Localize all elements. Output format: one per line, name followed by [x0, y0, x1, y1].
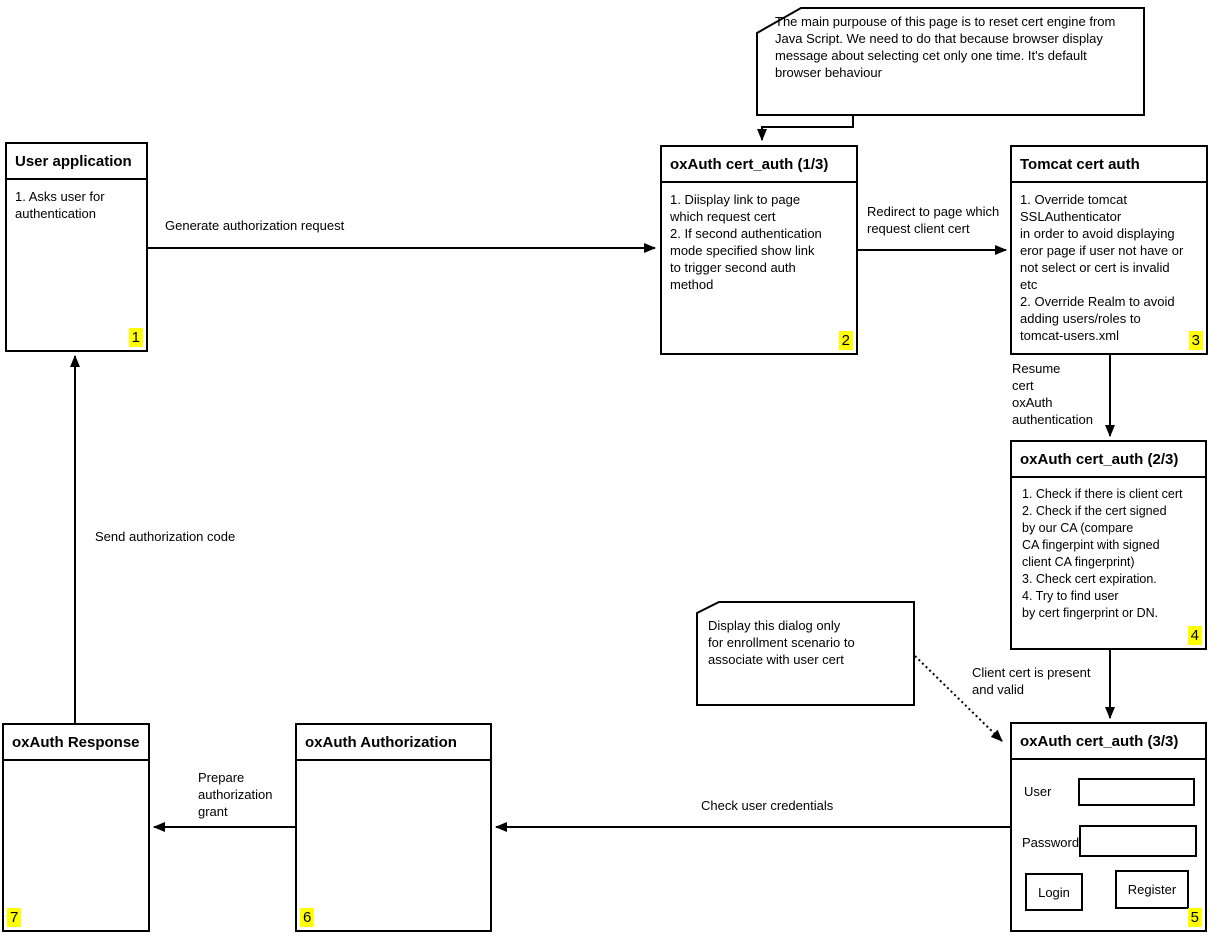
node-title: oxAuth cert_auth (1/3) [662, 147, 856, 183]
login-button[interactable]: Login [1025, 873, 1083, 911]
edge-label-redirect: Redirect to page which request client ce… [867, 204, 1000, 236]
step-badge: 6 [300, 908, 315, 927]
top-note-text: The main purpouse of this page is to res… [775, 14, 1116, 80]
node-oxauth-response: oxAuth Response 7 [2, 723, 150, 932]
password-input[interactable] [1079, 825, 1197, 857]
node-tomcat-cert-auth: Tomcat cert auth 1. Override tomcat SSLA… [1010, 145, 1208, 355]
node-body: 1. Override tomcat SSLAuthenticator in o… [1020, 192, 1184, 343]
node-user-application: User application 1. Asks user for authen… [5, 142, 148, 352]
edge-label-prepare-grant: Prepare authorization grant [198, 770, 273, 819]
step-badge: 1 [128, 328, 143, 347]
node-oxauth-cert-auth-3: oxAuth cert_auth (3/3) User Password Log… [1010, 722, 1207, 932]
node-title: oxAuth Authorization [297, 725, 490, 761]
user-input[interactable] [1078, 778, 1195, 806]
node-oxauth-cert-auth-1: oxAuth cert_auth (1/3) 1. Diisplay link … [660, 145, 858, 355]
node-body: 1. Check if there is client cert 2. Chec… [1022, 487, 1183, 620]
top-note-connector [757, 115, 854, 141]
node-body: 1. Asks user for authentication [15, 189, 105, 221]
node-body: 1. Diisplay link to page which request c… [670, 192, 822, 292]
node-oxauth-cert-auth-2: oxAuth cert_auth (2/3) 1. Check if there… [1010, 440, 1207, 650]
node-title: User application [7, 144, 146, 180]
password-field-label: Password [1022, 835, 1080, 850]
step-badge: 4 [1187, 626, 1202, 645]
node-title: oxAuth cert_auth (2/3) [1012, 442, 1205, 478]
edge-label-cert-valid: Client cert is present and valid [972, 665, 1091, 697]
dialog-note-shape [696, 601, 915, 706]
step-badge: 2 [838, 331, 853, 350]
edge-label-generate-request: Generate authorization request [165, 218, 345, 233]
node-title: oxAuth Response [4, 725, 148, 761]
top-note-shape [756, 7, 1145, 116]
node-oxauth-authorization: oxAuth Authorization 6 [295, 723, 492, 932]
user-field-label: User [1024, 784, 1052, 799]
step-badge: 5 [1187, 908, 1202, 927]
step-badge: 3 [1188, 331, 1203, 350]
step-badge: 7 [7, 908, 22, 927]
edge-label-check-credentials: Check user credentials [701, 798, 834, 813]
dialog-note-text: Display this dialog only for enrollment … [708, 618, 855, 667]
register-button[interactable]: Register [1115, 870, 1189, 909]
edge-label-send-code: Send authorization code [95, 529, 236, 544]
edge-label-resume-auth: Resume cert oxAuth authentication [1012, 361, 1093, 427]
dialog-note-connector [914, 655, 1003, 742]
node-title: Tomcat cert auth [1012, 147, 1206, 183]
node-title: oxAuth cert_auth (3/3) [1012, 724, 1205, 760]
